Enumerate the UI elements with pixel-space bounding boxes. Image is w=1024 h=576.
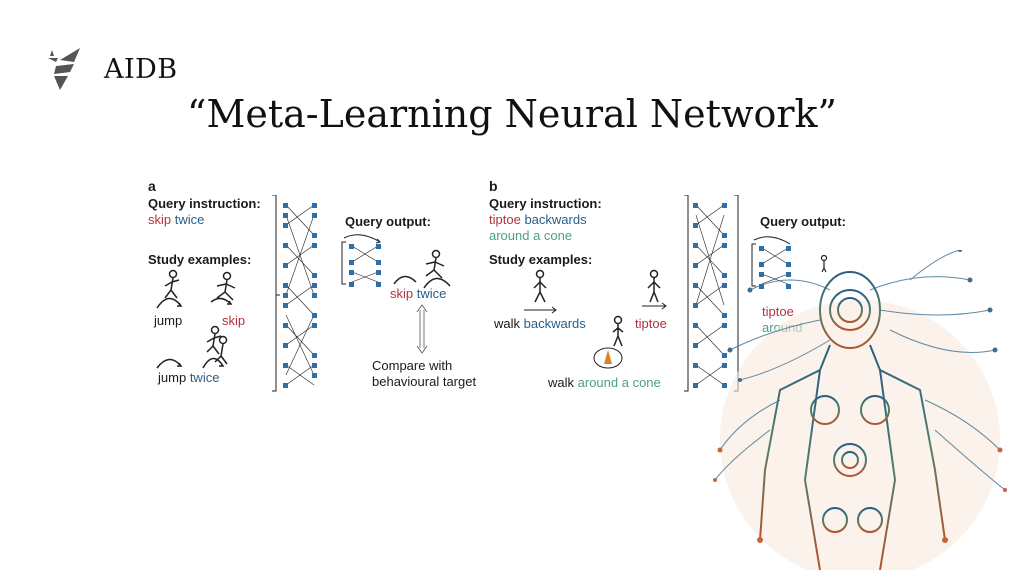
panel-a-transformer-network: [272, 195, 317, 392]
jumping-figure-icon: [156, 269, 183, 309]
panel-b-output-word-1: tiptoe: [762, 304, 794, 319]
panel-b-label: b: [489, 178, 498, 194]
panel-a-study-heading: Study examples:: [148, 252, 252, 267]
panel-a-label: a: [148, 178, 156, 194]
walk-around-cone-figure-icon: [593, 315, 624, 369]
query-word-twice: twice: [174, 212, 205, 227]
neural-human-illustration: [713, 250, 1007, 570]
panel-a-query-instruction: skip twice: [148, 212, 204, 228]
panel-b-query-line-2: around a cone: [489, 228, 573, 243]
panel-a-study-figures: [156, 269, 236, 369]
cone-icon: [604, 350, 612, 364]
page-title: “Meta-Learning Neural Network”: [187, 92, 837, 136]
panel-a-output: skip twice: [390, 286, 447, 301]
example-skip: skip: [222, 313, 246, 328]
panel-b-output-network: [751, 236, 828, 289]
compare-line-1: Compare with: [372, 358, 453, 373]
panel-a-query-output-heading: Query output:: [345, 214, 431, 229]
query-word-skip: skip: [148, 212, 172, 227]
panel-a-output-network: [341, 234, 451, 289]
example-jump-twice: jump twice: [158, 370, 220, 385]
output-skip-figure-icon: [393, 275, 417, 285]
compare-line-2: behavioural target: [372, 374, 477, 389]
example-walk-around-cone: walk around a cone: [548, 375, 661, 390]
skipping-figure-icon: [210, 271, 236, 305]
panel-b-study-heading: Study examples:: [489, 252, 593, 267]
bee-icon: [48, 48, 80, 90]
brand-name: AIDB: [104, 54, 178, 85]
panel-b-study-figures: [524, 269, 667, 369]
panel-b-query-output-heading: Query output:: [760, 214, 846, 229]
panel-b-query-line-1: tiptoe backwards: [489, 212, 587, 227]
jump-twice-figure-icon: [156, 325, 228, 369]
panel-b-query-instruction-heading: Query instruction:: [489, 196, 602, 211]
example-tiptoe: tiptoe: [635, 316, 667, 331]
example-jump: jump: [154, 313, 183, 328]
walking-backwards-figure-icon: [524, 269, 557, 314]
tiptoe-figure-icon: [642, 269, 667, 310]
panel-b-transformer-network: [684, 195, 739, 392]
compare-arrow-icon: [416, 304, 428, 354]
panel-a-query-instruction-heading: Query instruction:: [148, 196, 261, 211]
example-walk-backwards: walk backwards: [494, 316, 586, 331]
output-skip-twice-figure-icon: [423, 249, 451, 289]
